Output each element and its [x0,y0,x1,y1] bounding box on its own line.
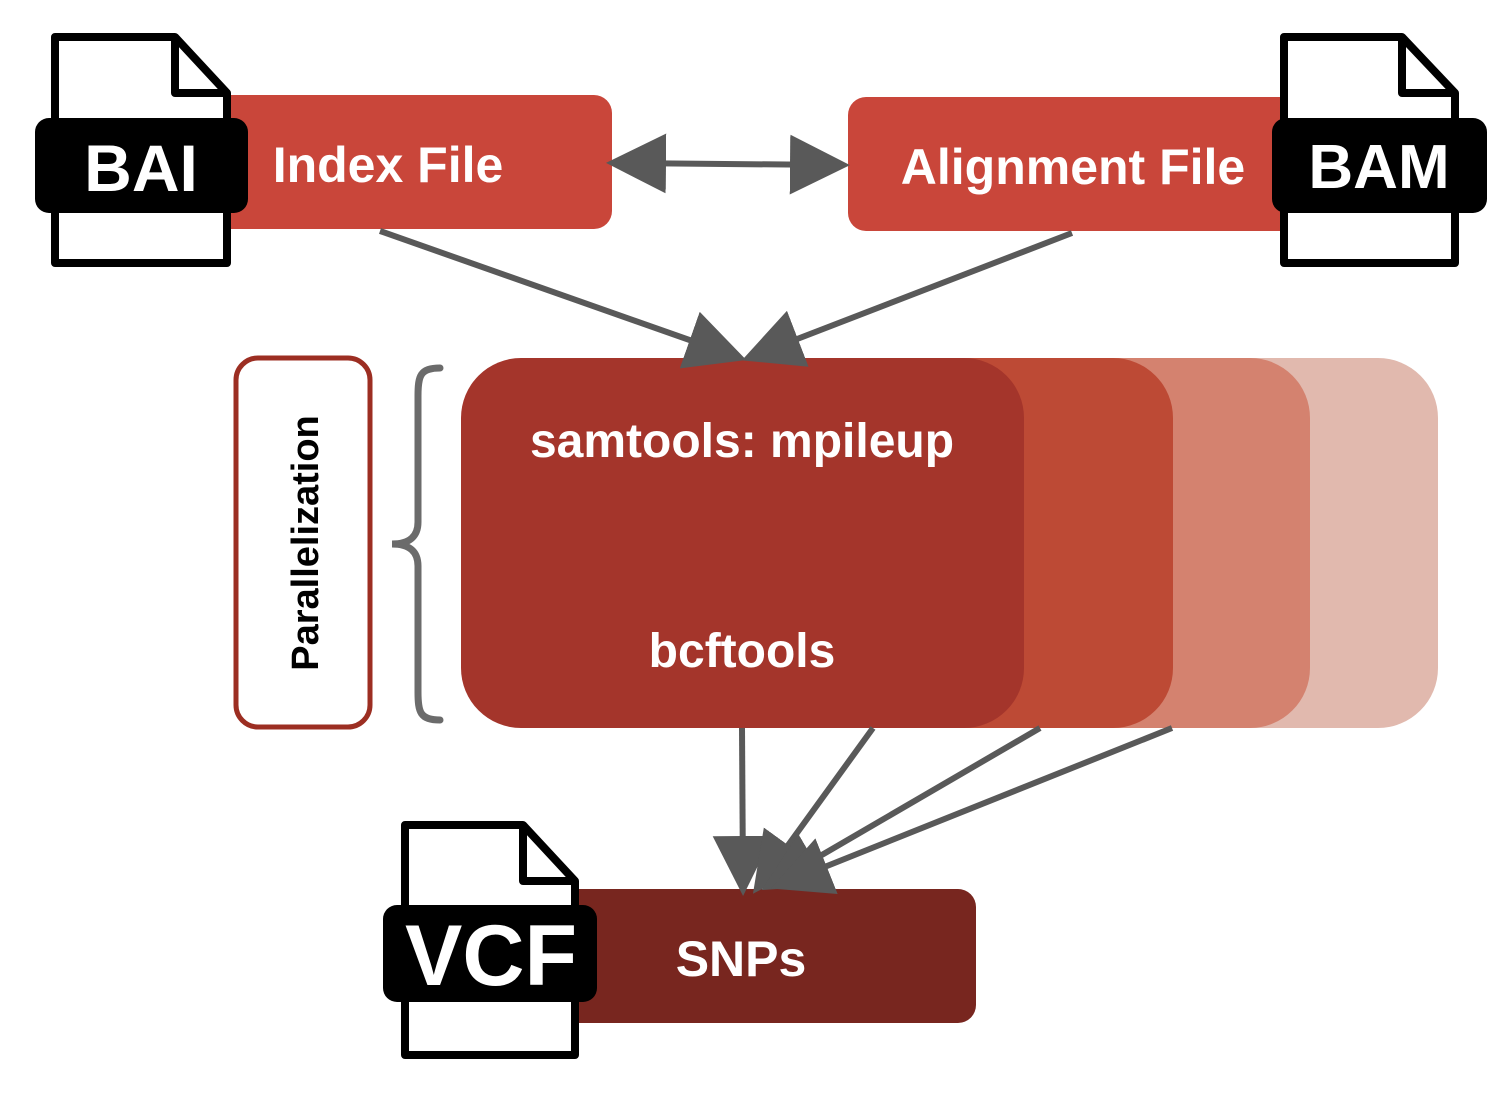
arrow-index-to-process [379,228,747,369]
bam-icon-text: BAM [1308,133,1449,202]
process-step-samtools: samtools: mpileup [530,415,954,468]
snps-box [510,889,976,1023]
vcf-icon-text: VCF [405,908,577,1004]
alignment-file-box [848,97,1328,231]
arrow-process-to-snps-1 [712,727,773,896]
bam-file-icon [1272,33,1487,267]
arrows [379,133,1174,896]
arrow-process-to-snps-3 [761,725,1042,891]
arrow-process-to-snps-4 [770,725,1174,895]
arrow-alignment-to-process [741,230,1074,367]
vcf-file-icon [383,821,597,1059]
index-file-label: Index File [273,137,504,193]
parallelization-label: Parallelization [285,415,327,671]
bai-icon-text: BAI [84,131,198,205]
curly-brace-icon [391,364,444,724]
process-step-bcftools: bcftools [649,625,836,678]
parallelization-box [233,355,373,730]
snps-label: SNPs [676,931,807,987]
alignment-file-label: Alignment File [901,139,1245,195]
arrow-index-alignment [606,133,850,195]
process-box [461,358,1024,728]
bai-file-icon [35,33,248,267]
index-file-box [185,95,612,229]
